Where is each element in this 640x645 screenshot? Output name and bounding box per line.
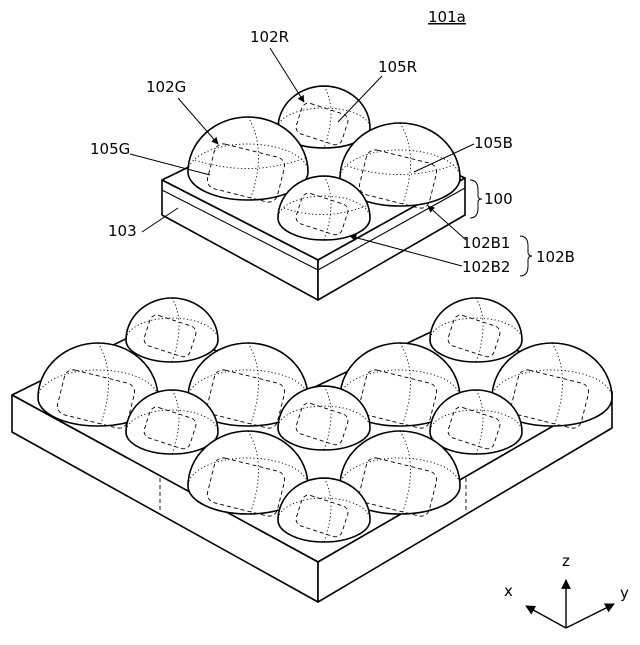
axis-indicator: z x y — [504, 552, 629, 628]
label-103: 103 — [108, 222, 137, 240]
lens-b1 — [126, 298, 218, 362]
axis-x-label: x — [504, 582, 513, 600]
label-105R: 105R — [378, 58, 417, 76]
label-102B1: 102B1 — [462, 234, 510, 252]
label-102G: 102G — [146, 78, 186, 96]
label-102B2: 102B2 — [462, 258, 510, 276]
label-101a: 101a — [428, 8, 466, 26]
label-102B: 102B — [536, 248, 575, 266]
axis-z-label: z — [562, 552, 570, 570]
axis-y-label: y — [620, 584, 629, 602]
label-105B: 105B — [474, 134, 513, 152]
label-100: 100 — [484, 190, 513, 208]
bottom-lens-array — [38, 298, 612, 542]
label-105G: 105G — [90, 140, 130, 158]
lens-b5 — [430, 298, 522, 362]
label-102R: 102R — [250, 28, 289, 46]
